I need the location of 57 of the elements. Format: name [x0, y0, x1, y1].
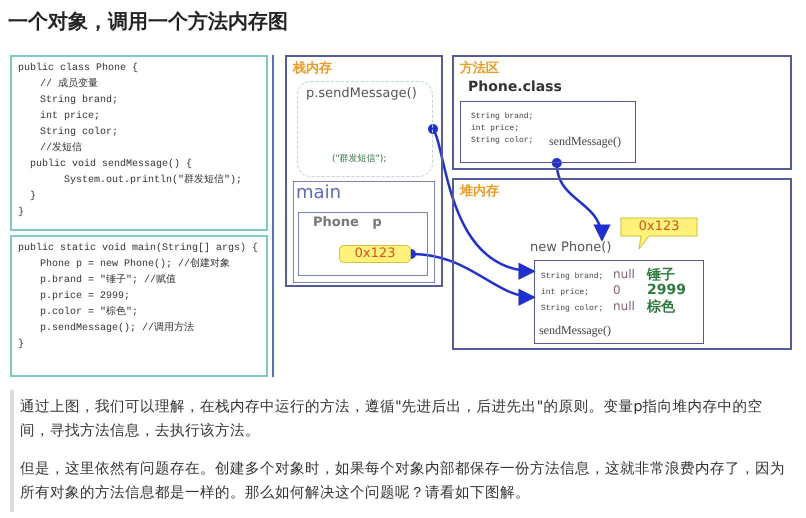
- region-heading: 堆内存: [460, 183, 499, 200]
- method-call: p.sendMessage(): [306, 86, 417, 101]
- code-panel: [10, 55, 268, 231]
- field-declaration: int price;: [541, 287, 590, 299]
- code-line: public static void main(String[] args) {: [18, 242, 258, 256]
- code-line: //发短信: [39, 141, 82, 156]
- class-name: Phone.class: [468, 79, 563, 95]
- paragraph: 但是，这里依然有问题存在。创建多个对象时，如果每个对象内部都保存一份方法信息，这就非常浪费内存了，因为所有对象的方法信息都是一样的。那么如何解决这个问题呢？请看如下图解。: [20, 460, 786, 503]
- code-line: public class Phone {: [18, 62, 138, 76]
- field-declaration: int price;: [471, 124, 520, 133]
- method-frame: [297, 81, 433, 177]
- code-line: p.price = 2999;: [39, 290, 130, 304]
- address-callout: [619, 216, 699, 250]
- method-name: sendMessage(): [539, 323, 611, 338]
- code-line: public void sendMessage() {: [29, 158, 192, 172]
- region-heading: 栈内存: [293, 60, 332, 77]
- stack-frame: [293, 181, 435, 283]
- assigned-value: 棕色: [647, 298, 675, 316]
- field-declaration: String color;: [471, 136, 534, 145]
- object-heading: new Phone(): [530, 240, 612, 255]
- crossed-out-value: null: [613, 267, 635, 281]
- field-declaration: String brand;: [471, 112, 534, 121]
- assigned-value: 2999: [647, 282, 686, 298]
- memory-region: [285, 55, 443, 287]
- code-line: System.out.println("群发短信");: [63, 173, 242, 188]
- title: 一个对象，调用一个方法内存图: [8, 8, 288, 35]
- code-line: p.sendMessage(); //调用方法: [39, 321, 194, 336]
- code-text: ("群发短信");: [332, 152, 386, 165]
- class-info-box: [460, 101, 636, 163]
- code-line: }: [18, 338, 24, 352]
- code-line: p.color = "棕色";: [39, 305, 138, 320]
- code-line: }: [18, 206, 24, 220]
- code-line: int price;: [39, 110, 100, 124]
- variable-name: Phone p: [313, 215, 382, 230]
- field-declaration: String brand;: [541, 271, 604, 283]
- code-line: String color;: [39, 126, 118, 140]
- memory-region: [452, 55, 792, 170]
- variable-box: [298, 212, 428, 276]
- code-panel: [10, 235, 268, 377]
- region-heading: 方法区: [460, 60, 499, 77]
- code-line: p.brand = "锤子"; //赋值: [39, 273, 176, 288]
- address-text: 0x123: [638, 219, 680, 234]
- crossed-out-value: null: [613, 299, 635, 313]
- address-box: 0x123: [339, 245, 411, 263]
- code-line: }: [29, 190, 36, 204]
- paragraph: 通过上图，我们可以理解，在栈内存中运行的方法，遵循"先进后出，后进先出"的原则。变量p指向堆内存中的空间，寻找方法信息，去执行该方法。: [20, 398, 764, 441]
- code-line: // 成员变量: [39, 77, 98, 92]
- assigned-value: 锤子: [647, 266, 675, 284]
- arrow: [428, 124, 536, 278]
- frame-label: main: [296, 182, 341, 203]
- code-line: String brand;: [39, 94, 118, 108]
- memory-region: [452, 178, 792, 350]
- crossed-out-value: 0: [613, 283, 621, 297]
- method-name: sendMessage(): [549, 134, 621, 149]
- arrow: [552, 158, 610, 242]
- field-declaration: String color;: [541, 303, 604, 315]
- code-line: Phone p = new Phone(); //创建对象: [39, 257, 230, 272]
